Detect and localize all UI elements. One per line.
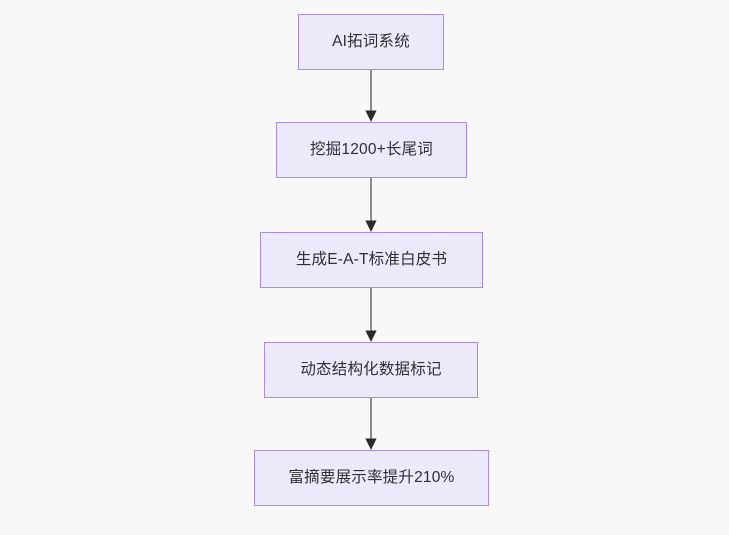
edge-n2-n3 [365,178,377,232]
flow-node-label: 动态结构化数据标记 [300,360,442,378]
edge-n1-n2 [365,70,377,122]
edge-n4-n5 [365,398,377,450]
flow-node-label: 生成E-A-T标准白皮书 [295,250,448,268]
edge-n3-n4 [365,288,377,342]
flow-node-rich-snippet-impression-lift[interactable]: 富摘要展示率提升210% [254,450,489,506]
flow-node-label: AI拓词系统 [332,32,410,50]
flow-node-generate-eat-whitepaper[interactable]: 生成E-A-T标准白皮书 [260,232,483,288]
flow-node-mine-longtail-keywords[interactable]: 挖掘1200+长尾词 [276,122,467,178]
flow-node-dynamic-structured-data-markup[interactable]: 动态结构化数据标记 [264,342,478,398]
flow-node-ai-keyword-system[interactable]: AI拓词系统 [298,14,444,70]
flow-node-label: 挖掘1200+长尾词 [309,140,434,158]
flow-node-label: 富摘要展示率提升210% [288,468,455,486]
